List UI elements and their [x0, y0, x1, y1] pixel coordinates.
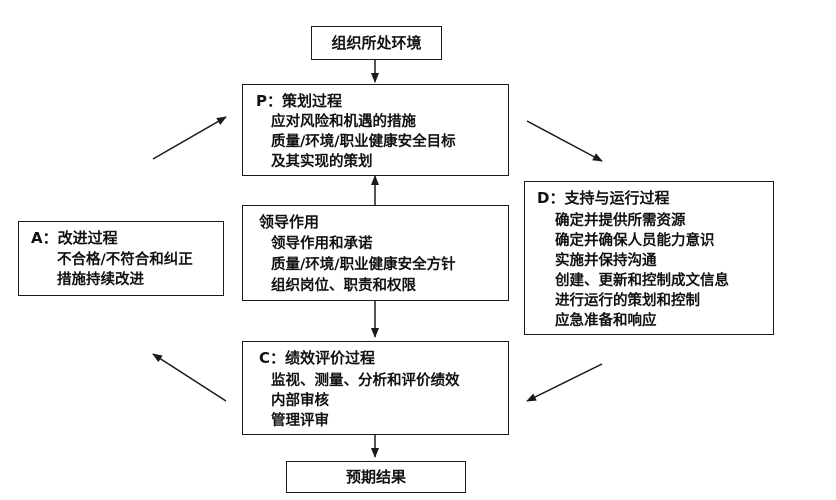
act-title: A：改进过程	[31, 229, 118, 247]
plan-title: P：策划过程	[256, 92, 342, 110]
leadership-item: 组织岗位、职责和权限	[271, 278, 416, 294]
context-box: 组织所处环境	[311, 26, 442, 60]
do-item: 进行运行的策划和控制	[555, 293, 700, 309]
arrow-plan-to-do	[526, 120, 603, 162]
plan-item: 及其实现的策划	[271, 154, 373, 170]
do-item: 创建、更新和控制成文信息	[555, 273, 729, 289]
do-title: D：支持与运行过程	[537, 189, 670, 207]
leadership-item: 质量/环境/职业健康安全方针	[271, 257, 456, 273]
leadership-item: 领导作用和承诺	[271, 236, 373, 252]
context-label: 组织所处环境	[331, 33, 422, 52]
arrow-check-to-act	[152, 353, 227, 402]
leadership-box: 领导作用 领导作用和承诺 质量/环境/职业健康安全方针 组织岗位、职责和权限	[242, 205, 509, 301]
do-item: 应急准备和响应	[555, 313, 657, 329]
do-box: D：支持与运行过程 确定并提供所需资源 确定并确保人员能力意识 实施并保持沟通 …	[524, 181, 774, 335]
do-item: 确定并确保人员能力意识	[555, 233, 715, 249]
act-item: 不合格/不符合和纠正	[57, 252, 193, 268]
act-box: A：改进过程 不合格/不符合和纠正 措施持续改进	[18, 221, 224, 296]
check-box: C：绩效评价过程 监视、测量、分析和评价绩效 内部审核 管理评审	[242, 341, 509, 435]
plan-item: 质量/环境/职业健康安全目标	[271, 134, 456, 150]
act-item: 措施持续改进	[57, 272, 144, 288]
outcome-label: 预期结果	[345, 467, 406, 486]
plan-item: 应对风险和机遇的措施	[271, 114, 416, 130]
check-item: 管理评审	[271, 413, 329, 429]
leadership-title: 领导作用	[259, 213, 320, 231]
do-item: 实施并保持沟通	[555, 253, 657, 269]
plan-box: P：策划过程 应对风险和机遇的措施 质量/环境/职业健康安全目标 及其实现的策划	[242, 84, 509, 176]
arrow-do-to-check	[526, 363, 603, 402]
do-item: 确定并提供所需资源	[555, 213, 686, 229]
arrow-act-to-plan	[152, 116, 227, 160]
check-item: 监视、测量、分析和评价绩效	[271, 373, 460, 389]
check-title: C：绩效评价过程	[259, 349, 376, 367]
check-item: 内部审核	[271, 393, 329, 409]
outcome-box: 预期结果	[286, 461, 466, 493]
